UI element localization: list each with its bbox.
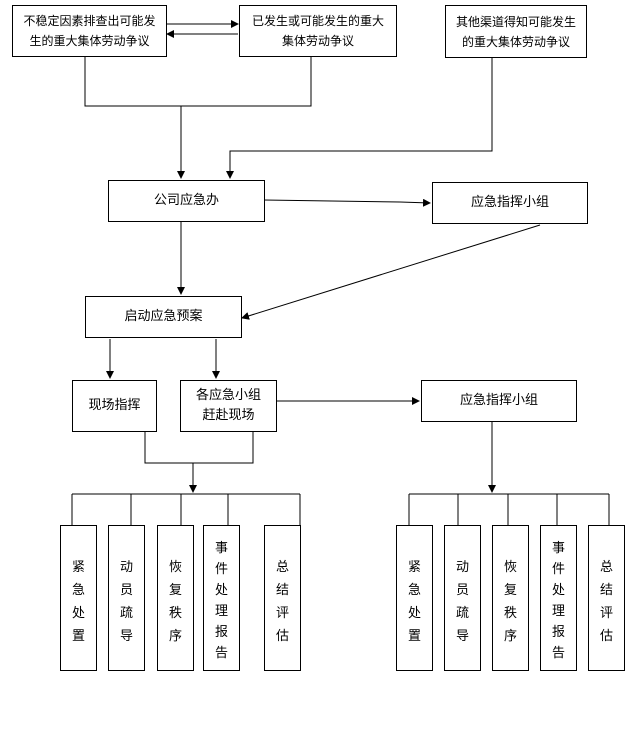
left-task-summary-evaluation: 总 结 评 估 (264, 525, 301, 671)
box-occurred-disputes: 已发生或可能发生的重大集体劳动争议 (239, 5, 397, 57)
box-command-group-1: 应急指挥小组 (432, 182, 588, 224)
box-groups-to-site: 各应急小组 赶赴现场 (180, 380, 277, 432)
box-company-office: 公司应急办 (108, 180, 265, 222)
box-unstable-factors: 不稳定因素排查出可能发生的重大集体劳动争议 (12, 5, 167, 57)
merge-top-boxes (84, 56, 312, 107)
right-task-mobilize-guide: 动 员 疏 导 (444, 525, 481, 671)
right-task-restore-order: 恢 复 秩 序 (492, 525, 529, 671)
left-task-emergency-handling: 紧 急 处 置 (60, 525, 97, 671)
left-task-restore-order: 恢 复 秩 序 (157, 525, 194, 671)
left-task-incident-report: 事 件 处 理 报 告 (203, 525, 240, 671)
box-other-channels: 其他渠道得知可能发生的重大集体劳动争议 (445, 5, 587, 58)
merge-left-boxes (144, 432, 254, 464)
right-task-summary-evaluation: 总 结 评 估 (588, 525, 625, 671)
arrow-office-to-command (263, 198, 431, 207)
box-onsite-command: 现场指挥 (72, 380, 157, 432)
right-task-incident-report: 事 件 处 理 报 告 (540, 525, 577, 671)
arrow-other-channels (226, 58, 493, 179)
arrow-command-to-launch (241, 224, 541, 320)
box-launch-plan: 启动应急预案 (85, 296, 242, 338)
right-task-emergency-handling: 紧 急 处 置 (396, 525, 433, 671)
left-task-mobilize-guide: 动 员 疏 导 (108, 525, 145, 671)
box-command-group-2: 应急指挥小组 (421, 380, 577, 422)
